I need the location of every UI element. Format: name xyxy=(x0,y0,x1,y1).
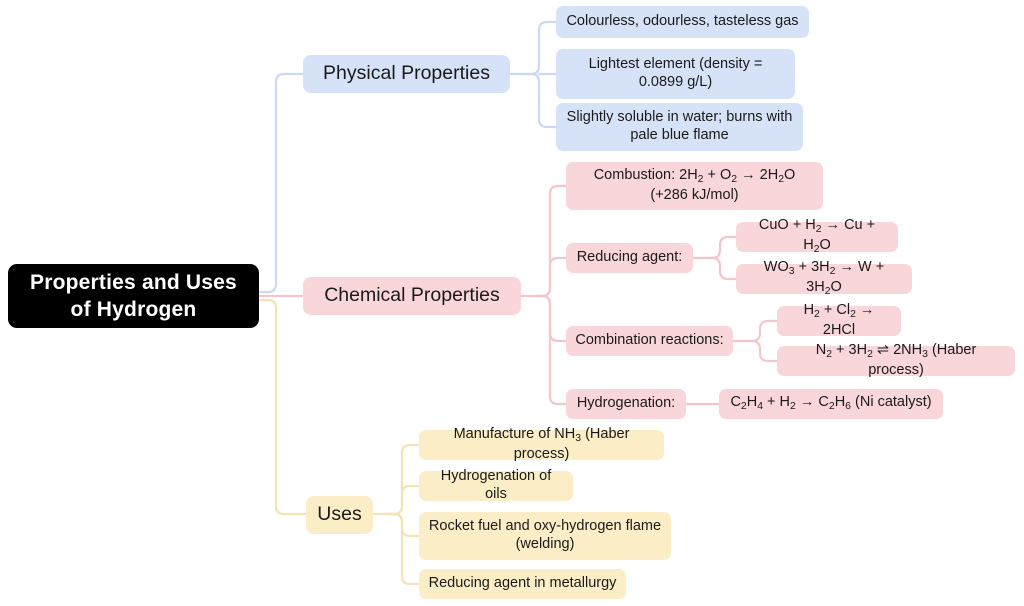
root-label: Properties and Uses of Hydrogen xyxy=(21,269,246,324)
leaf-chemical-combustion-label: Combustion: 2H2 + O2 → 2H2O (+286 kJ/mol… xyxy=(593,167,796,203)
branch-chemical-properties-label: Chemical Properties xyxy=(324,284,500,307)
edge-combination-c2 xyxy=(745,339,779,363)
edge-root-uses xyxy=(257,298,308,516)
leaf-chemical-combustion[interactable]: Combustion: 2H2 + O2 → 2H2O (+286 kJ/mol… xyxy=(566,162,823,210)
leaf-physical-3-label: Slightly soluble in water; burns with pa… xyxy=(566,109,793,143)
root-label-line2: of Hydrogen xyxy=(70,298,197,321)
node-combination-reactions[interactable]: Combination reactions: xyxy=(566,326,733,356)
root-label-line1: Properties and Uses xyxy=(30,270,237,294)
branch-uses-label: Uses xyxy=(317,503,362,526)
leaf-physical-2-label: Lightest element (density = 0.0899 g/L) xyxy=(588,56,763,90)
edge-chemical-c3 xyxy=(534,294,568,343)
edge-chemical-c4 xyxy=(534,294,568,406)
node-hydrogenation[interactable]: Hydrogenation: xyxy=(566,389,686,419)
leaf-reducing-wo3[interactable]: WO3 + 3H2 → W + 3H2O xyxy=(736,259,912,297)
leaf-uses-1[interactable]: Manufacture of NH3 (Haber process) xyxy=(419,426,664,462)
edge-uses-c3 xyxy=(386,512,421,538)
edge-root-physical xyxy=(257,72,305,294)
leaf-physical-1[interactable]: Colourless, odourless, tasteless gas xyxy=(556,6,809,38)
edge-uses-c2 xyxy=(386,484,421,516)
node-reducing-agent-label: Reducing agent: xyxy=(576,249,683,266)
leaf-combination-nh3-label: N2 + 3H2 ⇌ 2NH3 (Haber process) xyxy=(815,342,977,378)
leaf-uses-2[interactable]: Hydrogenation of oils xyxy=(419,468,573,502)
node-hydrogenation-label: Hydrogenation: xyxy=(576,395,676,412)
leaf-combination-hcl-label: H2 + Cl2 → 2HCl xyxy=(803,302,875,338)
leaf-physical-2[interactable]: Lightest element (density = 0.0899 g/L) xyxy=(556,49,795,99)
edge-reducing-c1 xyxy=(705,235,738,260)
edge-uses-c4 xyxy=(386,512,421,586)
branch-chemical-properties[interactable]: Chemical Properties xyxy=(303,277,521,315)
branch-physical-properties-label: Physical Properties xyxy=(323,62,490,85)
leaf-uses-1-label: Manufacture of NH3 (Haber process) xyxy=(453,426,630,462)
branch-uses[interactable]: Uses xyxy=(306,496,373,534)
edge-physical-c1 xyxy=(523,20,558,76)
leaf-uses-2-label: Hydrogenation of oils xyxy=(440,468,552,502)
edge-combination-c1 xyxy=(745,319,779,343)
leaf-reducing-cuo-label: CuO + H2 → Cu + H2O xyxy=(758,217,876,255)
leaf-physical-3[interactable]: Slightly soluble in water; burns with pa… xyxy=(556,103,803,151)
leaf-reducing-wo3-label: WO3 + 3H2 → W + 3H2O xyxy=(763,259,885,297)
node-combination-reactions-label: Combination reactions: xyxy=(575,332,724,349)
leaf-hydrogenation-c2h4[interactable]: C2H4 + H2 → C2H6 (Ni catalyst) xyxy=(719,389,943,419)
edge-physical-c3 xyxy=(523,72,558,129)
leaf-combination-hcl[interactable]: H2 + Cl2 → 2HCl xyxy=(777,302,901,338)
leaf-uses-3-label: Rocket fuel and oxy-hydrogen flame (weld… xyxy=(428,518,662,552)
node-reducing-agent[interactable]: Reducing agent: xyxy=(566,243,693,273)
leaf-uses-3[interactable]: Rocket fuel and oxy-hydrogen flame (weld… xyxy=(419,512,671,560)
edge-chemical-c1 xyxy=(534,184,568,298)
edge-reducing-c2 xyxy=(705,256,738,281)
edge-chemical-c2 xyxy=(534,256,568,298)
branch-physical-properties[interactable]: Physical Properties xyxy=(303,55,510,93)
leaf-physical-1-label: Colourless, odourless, tasteless gas xyxy=(566,13,799,30)
leaf-uses-4-label: Reducing agent in metallurgy xyxy=(428,575,617,592)
leaf-hydrogenation-c2h4-label: C2H4 + H2 → C2H6 (Ni catalyst) xyxy=(730,394,932,413)
edge-uses-c1 xyxy=(386,443,421,516)
leaf-uses-4[interactable]: Reducing agent in metallurgy xyxy=(419,569,626,599)
root-node[interactable]: Properties and Uses of Hydrogen xyxy=(8,264,259,328)
leaf-combination-nh3[interactable]: N2 + 3H2 ⇌ 2NH3 (Haber process) xyxy=(777,342,1015,378)
leaf-reducing-cuo[interactable]: CuO + H2 → Cu + H2O xyxy=(736,217,898,255)
